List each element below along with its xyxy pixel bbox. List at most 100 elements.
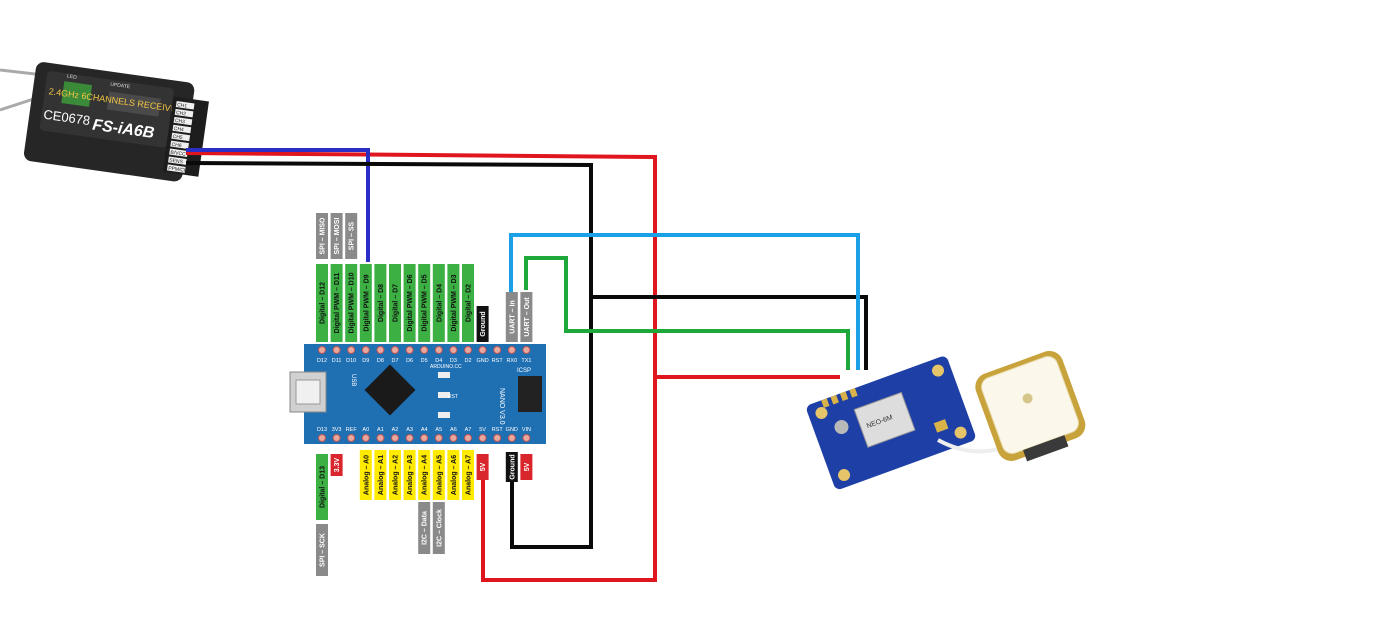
svg-text:3.3V: 3.3V xyxy=(334,457,341,472)
pin-label-bottom: A0 xyxy=(362,427,369,433)
svg-text:Digital PWM – D9: Digital PWM – D9 xyxy=(363,274,370,331)
svg-text:Digital – D4: Digital – D4 xyxy=(436,284,443,322)
svg-text:Digital – D8: Digital – D8 xyxy=(378,284,385,322)
rst-label: RST xyxy=(448,394,458,400)
pin-label-top: D9 xyxy=(362,358,369,364)
pin-label-bottom: A6 xyxy=(450,427,457,433)
pin-hole-top xyxy=(507,346,516,354)
pin-hole-top xyxy=(405,346,414,354)
pin-label-bottom: 5V xyxy=(479,427,486,433)
svg-text:UART – In: UART – In xyxy=(509,300,516,333)
pin-hole-bottom xyxy=(420,434,429,442)
pin-hole-bottom xyxy=(464,434,472,442)
svg-text:SPI – SCK: SPI – SCK xyxy=(320,533,327,567)
svg-text:5V: 5V xyxy=(524,462,531,471)
tag-d5: Digital PWM – D5 xyxy=(418,264,431,342)
pin-label-top: D5 xyxy=(421,358,428,364)
svg-text:Digital – D13: Digital – D13 xyxy=(320,466,327,508)
svg-text:Digital PWM – D3: Digital PWM – D3 xyxy=(451,274,458,331)
svg-text:I2C – Clock: I2C – Clock xyxy=(436,509,443,547)
svg-text:Analog – A2: Analog – A2 xyxy=(393,455,400,495)
tag-ground-top: Ground xyxy=(476,306,489,342)
svg-text:SPI – SS: SPI – SS xyxy=(349,221,356,250)
pin-label-top: D7 xyxy=(391,358,398,364)
svg-text:Digital PWM – D6: Digital PWM – D6 xyxy=(407,274,414,331)
receiver-port-label: CH4 xyxy=(173,126,184,133)
wire-red-5v xyxy=(185,151,657,582)
svg-text:Digital PWM – D11: Digital PWM – D11 xyxy=(334,273,341,334)
tag-i2c-clock: I2C – Clock xyxy=(432,502,445,554)
patch-antenna xyxy=(975,350,1086,462)
receiver-port-box xyxy=(169,148,188,157)
arduino-board xyxy=(304,344,546,444)
tag-5v-a: 5V xyxy=(476,454,489,480)
receiver-port-box xyxy=(168,156,187,165)
svg-text:Digital – D7: Digital – D7 xyxy=(393,284,400,322)
svg-text:Analog – A3: Analog – A3 xyxy=(407,455,414,495)
pin-hole-top xyxy=(391,346,399,354)
tag-5v-b: 5V xyxy=(520,454,533,480)
usb-label: USB xyxy=(350,374,356,386)
receiver-port-label: SENS xyxy=(169,158,184,166)
receiver-port-label: CH1 xyxy=(177,102,188,109)
wire-green-uart-out xyxy=(524,256,850,370)
pin-label-bottom: D13 xyxy=(317,427,327,433)
tag-a3: Analog – A3 xyxy=(403,450,416,500)
pin-label-top: D8 xyxy=(377,358,384,364)
tag-d12: Digital – D12 xyxy=(316,264,328,342)
pin-hole-bottom xyxy=(405,434,414,442)
pin-hole-bottom xyxy=(361,434,370,442)
pin-label-top: RST xyxy=(492,358,504,364)
pin-hole-top xyxy=(449,346,458,354)
pin-label-top: D4 xyxy=(435,358,442,364)
receiver-port-label: CH3 xyxy=(174,118,185,125)
pin-label-bottom: A5 xyxy=(435,427,442,433)
pin-hole-top xyxy=(376,346,385,354)
pin-hole-top xyxy=(464,346,472,354)
receiver-port-box xyxy=(172,124,192,134)
svg-text:Analog – A7: Analog – A7 xyxy=(466,455,473,495)
receiver-port-label: B/VCC xyxy=(170,150,186,158)
arduino-brand: ARDUINO.CC xyxy=(430,364,462,370)
tag-spi-sck: SPI – SCK xyxy=(316,524,328,576)
svg-text:Digital PWM – D10: Digital PWM – D10 xyxy=(349,272,356,333)
tag-d2: Digital – D2 xyxy=(462,264,474,342)
tag-uart-out: UART – Out xyxy=(520,292,533,342)
receiver-port-label: CH5 xyxy=(172,134,183,141)
svg-text:UART – Out: UART – Out xyxy=(524,297,531,337)
svg-text:Ground: Ground xyxy=(480,311,487,336)
pin-label-top: D2 xyxy=(464,358,471,364)
tag-3v3: 3.3V xyxy=(330,454,343,476)
tag-spi-mosi: SPI – MOSI xyxy=(330,213,343,259)
pin-label-top: GND xyxy=(476,358,488,364)
pin-label-bottom: A4 xyxy=(421,427,428,433)
receiver-port-label: CH2 xyxy=(176,110,187,117)
pin-label-top: D6 xyxy=(406,358,413,364)
pin-hole-top xyxy=(493,346,502,354)
pin-hole-bottom xyxy=(318,434,326,442)
receiver-led-label: LED xyxy=(67,74,78,81)
svg-text:Digital PWM – D5: Digital PWM – D5 xyxy=(422,274,429,331)
receiver-port-box xyxy=(171,132,191,142)
pin-hole-top xyxy=(318,346,326,354)
pin-label-bottom: VIN xyxy=(522,427,531,433)
pin-hole-bottom xyxy=(434,434,443,442)
tag-d3: Digital PWM – D3 xyxy=(447,264,460,342)
pin-hole-bottom xyxy=(391,434,399,442)
receiver-port-box xyxy=(174,108,194,118)
pin-label-top: RX0 xyxy=(506,358,517,364)
tag-d9: Digital PWM – D9 xyxy=(359,264,372,342)
tag-d6: Digital PWM – D6 xyxy=(403,264,416,342)
svg-text:Digital – D2: Digital – D2 xyxy=(466,284,473,322)
tag-a0: Analog – A0 xyxy=(359,450,372,500)
tag-d13: Digital – D13 xyxy=(316,454,328,520)
svg-text:5V: 5V xyxy=(480,462,487,471)
pin-label-top: D11 xyxy=(332,358,342,364)
receiver-port-box xyxy=(170,140,189,150)
wire-blue-signal xyxy=(186,148,370,262)
tag-a7: Analog – A7 xyxy=(462,450,474,500)
pin-label-top: D3 xyxy=(450,358,457,364)
pin-hole-top xyxy=(522,346,531,354)
tag-ground-bottom: Ground xyxy=(505,452,518,482)
pin-hole-top xyxy=(478,346,487,354)
